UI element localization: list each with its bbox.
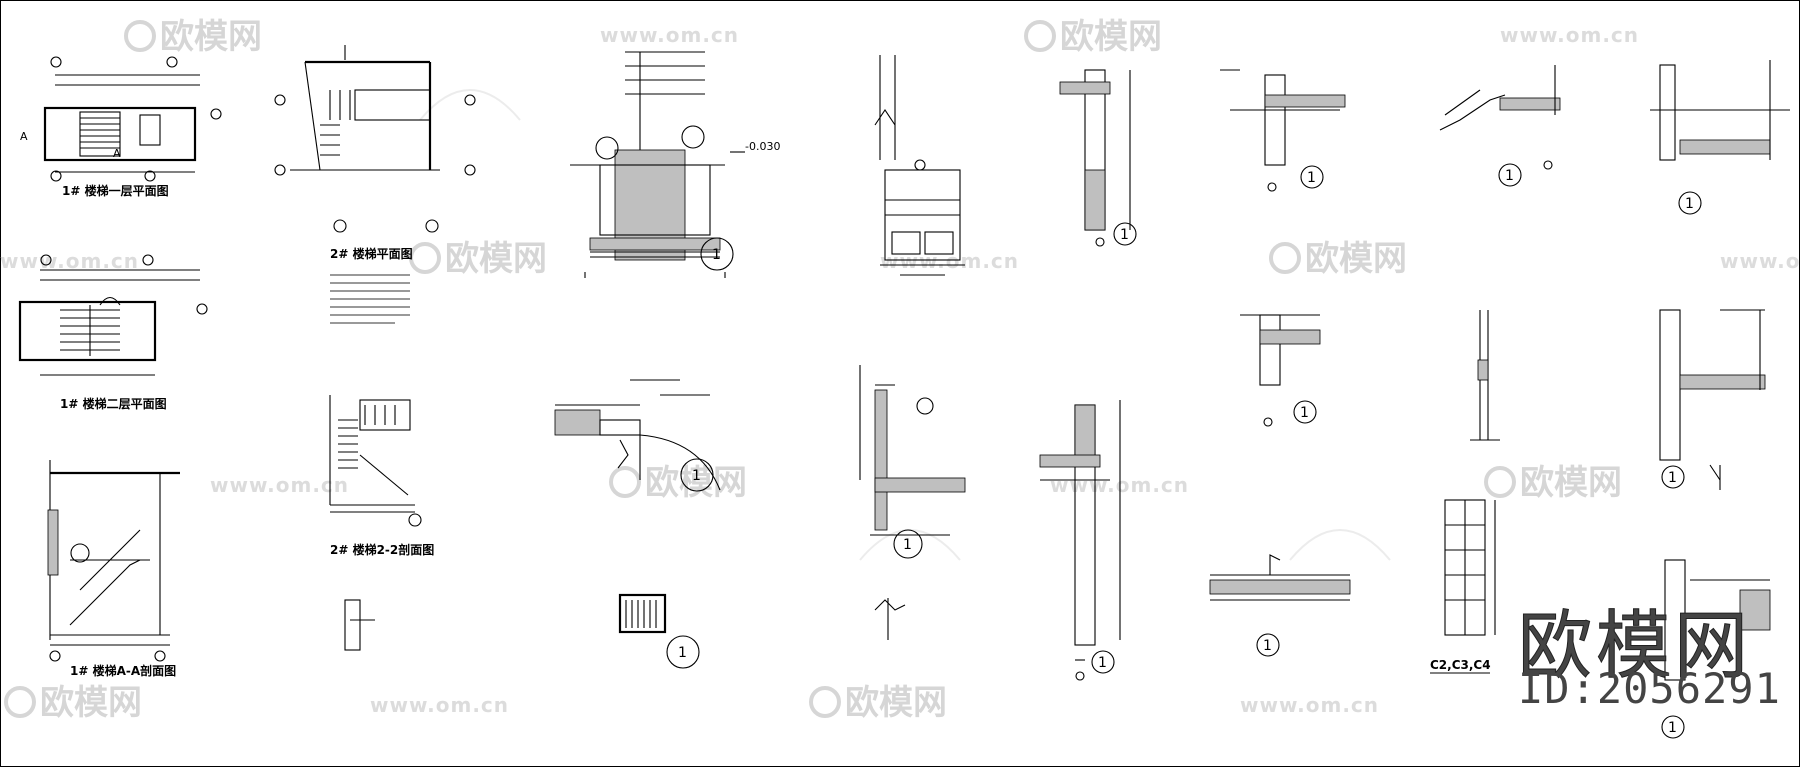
axis-label: A	[20, 130, 28, 143]
watermark-logo: 欧模网	[1269, 239, 1407, 279]
window-schedule-label: C2,C3,C4	[1430, 658, 1491, 672]
watermark-url: www.om.cn	[1500, 23, 1639, 47]
detail-callout	[666, 635, 700, 669]
floor-joint-detail: 1	[1209, 554, 1351, 657]
wall-section-tall-2: 1	[1039, 400, 1121, 681]
drawing-title: 1# 楼梯一层平面图	[62, 183, 169, 198]
detail-callout	[1678, 191, 1702, 215]
watermark-logo: 欧模网	[1024, 17, 1162, 57]
svg-text:欧模网: 欧模网	[160, 17, 262, 57]
roof-edge-detail-1: 1	[1220, 69, 1346, 192]
watermark-url: www.om.cn	[370, 693, 509, 717]
callout-number: 1	[1307, 170, 1316, 186]
notes-block	[330, 274, 410, 324]
stair-2-plan: 2# 楼梯平面图	[274, 45, 476, 324]
stair-1-section-aa: 1# 楼梯A-A剖面图	[47, 460, 180, 678]
watermark-logo: 欧模网	[1484, 463, 1622, 503]
grille-detail: 1	[618, 593, 700, 669]
detail-callout	[680, 458, 714, 492]
watermark-layer: 欧模网 www.om.cn 欧模网 www.om.cn www.om.cn 欧模…	[0, 17, 1800, 723]
callout-number: 1	[1668, 720, 1677, 736]
elevation-label: -0.030	[745, 140, 780, 153]
detail-callout	[1091, 650, 1115, 674]
drawing-title: 1# 楼梯A-A剖面图	[70, 663, 176, 678]
callout-number: 1	[678, 645, 687, 661]
stair-2-section-22: 2# 楼梯2-2剖面图	[329, 395, 434, 651]
watermark-url: www.om.cn	[0, 249, 139, 273]
callout-number: 1	[692, 468, 701, 484]
column-detail-right-3: 1	[1661, 559, 1771, 739]
column-detail-right-2: 1	[1659, 309, 1766, 490]
detail-callout	[700, 237, 734, 271]
callout-number: 1	[1685, 196, 1694, 212]
svg-text:欧模网: 欧模网	[1305, 239, 1407, 279]
svg-text:欧模网: 欧模网	[445, 239, 547, 279]
drawing-title: 1# 楼梯二层平面图	[60, 396, 167, 411]
detail-callout	[1498, 163, 1522, 187]
watermark-url: www.om.cn	[600, 23, 739, 47]
wall-section-tall-1: 1	[1059, 69, 1137, 247]
svg-text:欧模网: 欧模网	[1520, 463, 1622, 503]
watermark-logo: 欧模网	[409, 239, 547, 279]
watermark-url: www.om.cn	[1240, 693, 1379, 717]
detail-callout	[1113, 222, 1137, 246]
drawing-title: 2# 楼梯2-2剖面图	[330, 542, 434, 557]
svg-text:欧模网: 欧模网	[645, 463, 747, 503]
detail-callout	[1293, 400, 1317, 424]
callout-number: 1	[712, 247, 721, 263]
window-wall-detail	[874, 55, 965, 276]
callout-number: 1	[1668, 470, 1677, 486]
callout-number: 1	[1263, 638, 1272, 654]
callout-number: 1	[1098, 655, 1107, 671]
drawing-title: 2# 楼梯平面图	[330, 246, 413, 261]
parapet-section: 1	[859, 365, 966, 640]
detail-callout	[893, 529, 923, 559]
callout-number: 1	[1300, 405, 1309, 421]
svg-text:欧模网: 欧模网	[845, 683, 947, 723]
model-id-stamp: ID:2056291	[1518, 664, 1781, 713]
column-detail-right-1: 1	[1650, 60, 1790, 215]
watermark-logo: 欧模网	[609, 463, 747, 503]
watermark-url: www.om.cn	[210, 473, 349, 497]
watermark-logo: 欧模网	[4, 683, 142, 723]
callout-number: 1	[1505, 168, 1514, 184]
watermark-url: www.om.cn	[1720, 249, 1800, 273]
stair-1-floor1-plan: A A 1# 楼梯一层平面图	[20, 56, 222, 198]
brand-stamp: 欧模网	[1518, 603, 1752, 690]
watermark-url: www.om.cn	[880, 249, 1019, 273]
watermark-url: www.om.cn	[1050, 473, 1189, 497]
svg-text:欧模网: 欧模网	[40, 683, 142, 723]
callout-number: 1	[1120, 227, 1129, 243]
detail-callout	[1661, 715, 1685, 739]
detail-callout	[1300, 165, 1324, 189]
stair-1-floor2-plan: 1# 楼梯二层平面图	[18, 254, 208, 411]
axis-label: A	[113, 147, 121, 160]
foundation-detail: -0.030 1	[570, 51, 780, 278]
svg-text:欧模网: 欧模网	[1060, 17, 1162, 57]
roof-edge-detail-2: 1	[1240, 314, 1321, 427]
detail-callout	[1256, 633, 1280, 657]
watermark-logo: 欧模网	[124, 17, 262, 57]
stair-landing-detail: 1	[1439, 65, 1561, 187]
railing-detail	[1470, 310, 1500, 441]
callout-number: 1	[903, 537, 912, 553]
watermark-logo: 欧模网	[809, 683, 947, 723]
detail-callout	[1661, 465, 1685, 489]
step-nosing-detail: 1	[554, 379, 721, 492]
wall-panel-elevation: C2,C3,C4	[1430, 499, 1496, 674]
